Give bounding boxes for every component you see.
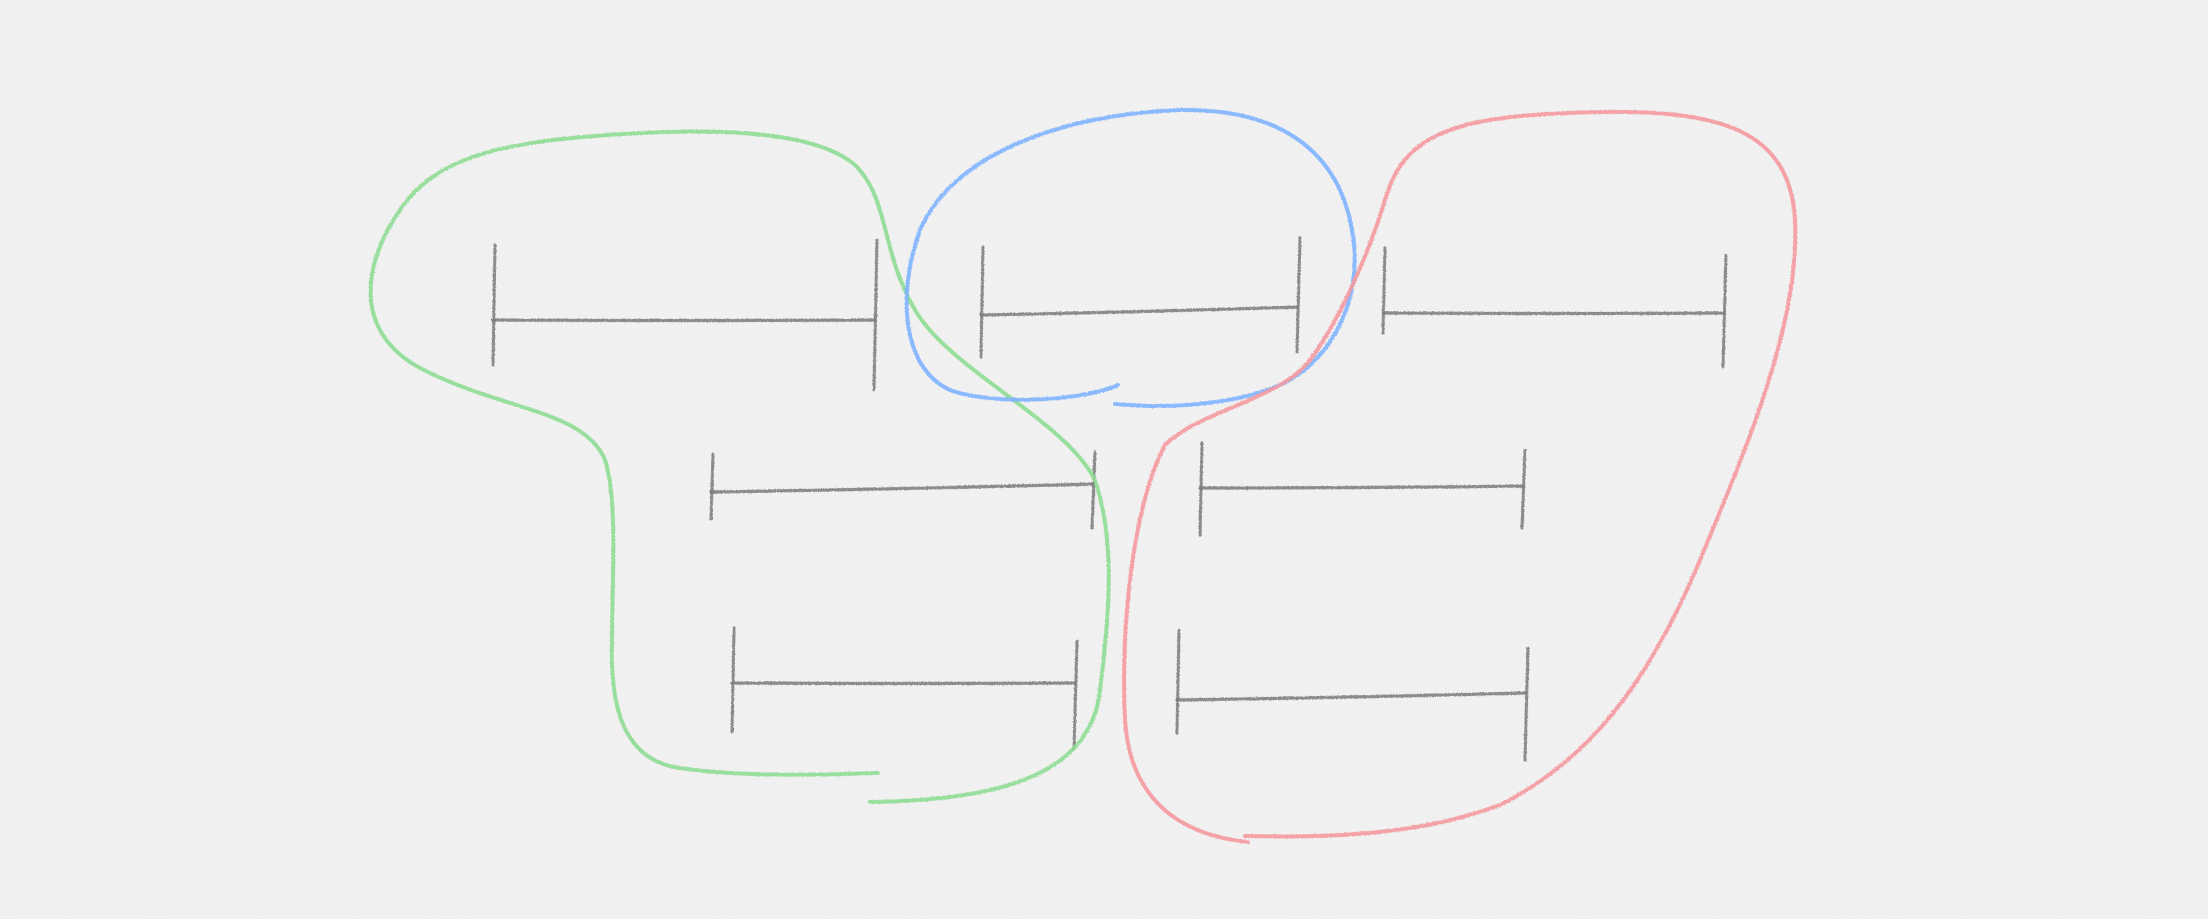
- interval-bar: [979, 305, 1300, 317]
- interval-bar: [491, 318, 877, 323]
- green-group-outline: [368, 129, 1111, 804]
- interval-right-tick: [1090, 450, 1097, 530]
- interval-right-tick: [1072, 639, 1079, 751]
- interval-bar: [1198, 484, 1525, 490]
- interval-left-tick: [709, 452, 715, 521]
- interval-left-tick: [1175, 628, 1181, 735]
- interval-6: [730, 626, 1079, 751]
- red-group-outline: [1122, 109, 1798, 844]
- interval-bar: [1381, 311, 1726, 316]
- interval-7: [1175, 628, 1530, 762]
- interval-left-tick: [979, 245, 985, 359]
- interval-left-tick: [491, 243, 497, 367]
- interval-bar: [1175, 691, 1528, 702]
- interval-1: [491, 238, 879, 392]
- interval-left-tick: [730, 626, 736, 734]
- interval-bar: [709, 482, 1095, 494]
- interval-right-tick: [1295, 236, 1302, 354]
- interval-right-tick: [872, 238, 879, 392]
- interval-4: [709, 450, 1097, 530]
- interval-right-tick: [1520, 448, 1527, 530]
- interval-bar: [730, 681, 1077, 686]
- interval-3: [1381, 246, 1728, 369]
- interval-left-tick: [1381, 246, 1387, 335]
- groups-layer: [368, 107, 1798, 844]
- interval-left-tick: [1198, 441, 1204, 537]
- interval-right-tick: [1721, 253, 1728, 369]
- interval-2: [979, 236, 1302, 359]
- interval-5: [1198, 441, 1527, 537]
- interval-right-tick: [1523, 646, 1530, 762]
- intervals-layer: [491, 236, 1728, 762]
